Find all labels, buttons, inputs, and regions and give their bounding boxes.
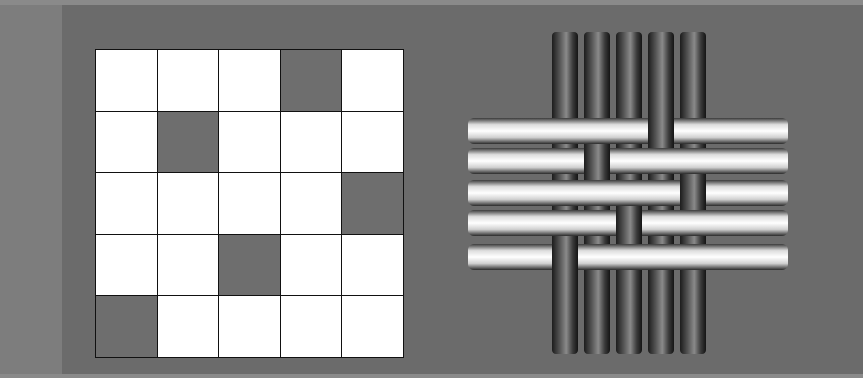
grid-cell-empty: [219, 296, 280, 357]
top-edge: [0, 0, 863, 5]
grid-cell-empty: [342, 50, 403, 111]
grid-cell-empty: [158, 235, 219, 296]
grid-cell-empty: [96, 50, 157, 111]
grid-cell-filled: [219, 235, 280, 296]
weft-thread: [468, 244, 788, 270]
warp-over-crossing: [616, 208, 642, 238]
grid-cell-empty: [342, 112, 403, 173]
grid-cell-empty: [281, 112, 342, 173]
weft-thread: [468, 118, 788, 144]
weft-thread: [468, 148, 788, 174]
warp-over-crossing: [680, 178, 706, 208]
grid-cell-empty: [342, 296, 403, 357]
grid-cell-filled: [281, 50, 342, 111]
grid-cell-empty: [281, 235, 342, 296]
grid-cell-empty: [96, 235, 157, 296]
grid-cell-empty: [219, 112, 280, 173]
grid-cell-filled: [158, 112, 219, 173]
grid-cell-empty: [158, 173, 219, 234]
grid-cell-empty: [158, 296, 219, 357]
weft-thread: [468, 180, 788, 206]
grid-cell-empty: [281, 173, 342, 234]
warp-over-crossing: [552, 242, 578, 272]
weave-pattern-grid: [95, 49, 404, 358]
woven-fabric-illustration: [466, 30, 790, 356]
grid-cell-filled: [342, 173, 403, 234]
grid-cell-empty: [219, 50, 280, 111]
warp-over-crossing: [648, 116, 674, 146]
grid-cell-empty: [342, 235, 403, 296]
grid-cell-empty: [219, 173, 280, 234]
grid-cell-empty: [281, 296, 342, 357]
left-margin: [0, 0, 62, 378]
grid-cell-empty: [158, 50, 219, 111]
grid-cell-empty: [96, 112, 157, 173]
warp-over-crossing: [584, 146, 610, 176]
grid-cell-filled: [96, 296, 157, 357]
grid-cell-empty: [96, 173, 157, 234]
bottom-edge: [0, 374, 863, 378]
